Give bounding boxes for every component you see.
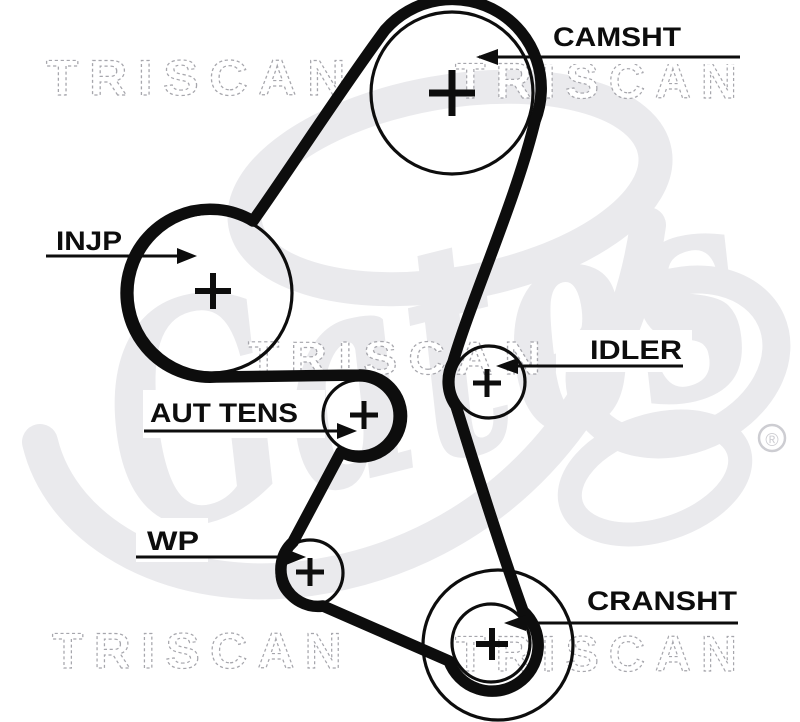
triscan-watermarks: TRISCAN TRISCAN TRISCAN TRISCAN TRISCAN bbox=[45, 49, 747, 682]
triscan-watermark-bottom-right: TRISCAN bbox=[455, 626, 747, 682]
idler-label: IDLER bbox=[590, 335, 682, 365]
svg-text:®: ® bbox=[765, 430, 778, 450]
triscan-watermark-top-left: TRISCAN bbox=[46, 50, 356, 106]
center-cross-marks bbox=[195, 70, 508, 660]
idler-arrow bbox=[496, 358, 518, 374]
idler-cross bbox=[473, 369, 501, 397]
crankshaft-arrow bbox=[504, 615, 526, 631]
registered-mark: ® bbox=[757, 423, 787, 453]
timing-belt bbox=[120, 0, 547, 697]
water-pump-label: WP bbox=[147, 526, 199, 556]
crankshaft-sprocket-inner bbox=[450, 602, 532, 684]
tensioner-arrow bbox=[337, 423, 357, 439]
camshaft-cross bbox=[429, 70, 475, 116]
triscan-watermark-bottom-left: TRISCAN bbox=[52, 623, 352, 679]
injection-pump-cross bbox=[195, 273, 231, 309]
camshaft-pulley bbox=[369, 10, 535, 176]
leader-lines bbox=[46, 55, 740, 625]
camshaft-label: CAMSHT bbox=[553, 22, 682, 52]
tensioner-label: AUT TENS bbox=[150, 398, 298, 428]
injection-pump-label: INJP bbox=[56, 226, 122, 256]
gates-letter-loop-2 bbox=[557, 409, 753, 547]
leader-arrowheads bbox=[177, 49, 526, 631]
camshaft-arrow bbox=[476, 49, 498, 65]
injection-pump-arrow bbox=[177, 248, 197, 264]
crankshaft-cross bbox=[476, 628, 508, 660]
water-pump-cross bbox=[296, 558, 324, 586]
component-labels: CAMSHT INJP IDLER AUT TENS WP CRANSHT bbox=[56, 22, 738, 616]
crankshaft-label: CRANSHT bbox=[587, 586, 738, 616]
tensioner-cross bbox=[350, 401, 378, 429]
water-pump-arrow bbox=[286, 549, 306, 565]
